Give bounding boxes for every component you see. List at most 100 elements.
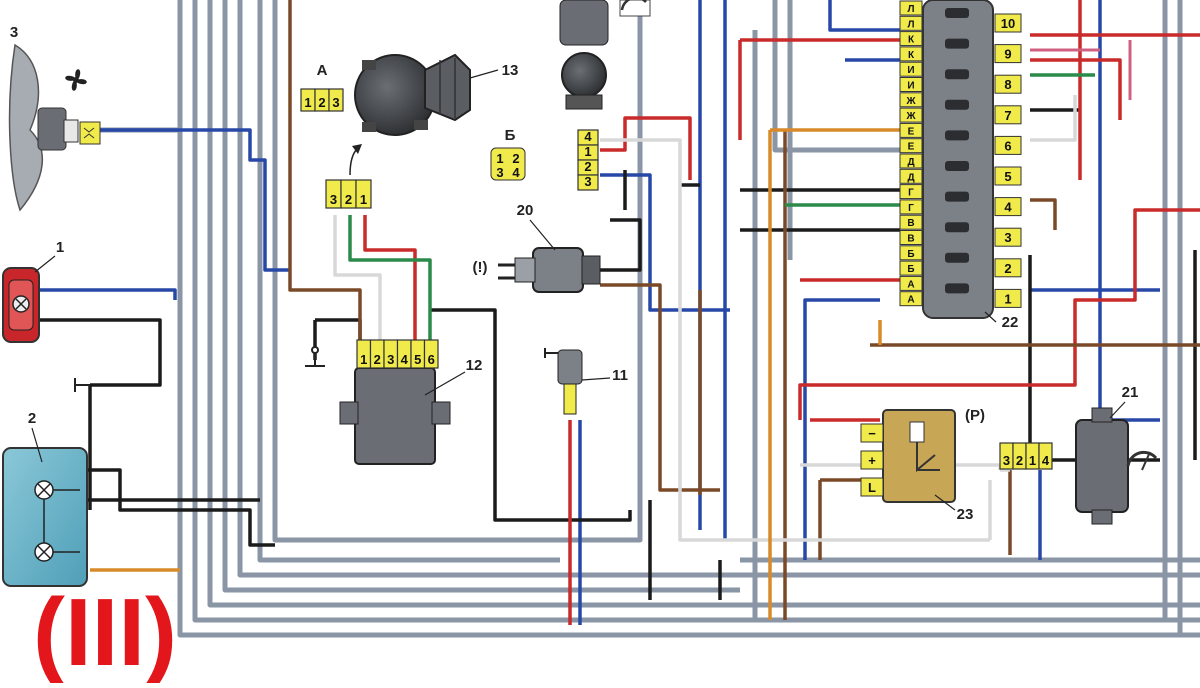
fuse-number: 3 [1004,230,1011,245]
wire-harness [30,0,1200,638]
pin-label: 2 [512,151,519,166]
fuse-letter-cell: Д [899,153,923,169]
black-wires [35,108,1197,600]
parking-brake-symbol: (P) [965,407,985,424]
component-label-c21: 21 [1109,384,1138,419]
pin-label: 3 [496,165,503,180]
component-number: 11 [612,367,628,384]
pin-label: 2 [374,352,381,367]
relay-terminals: −+L [860,423,884,497]
fuse-number: 4 [1004,200,1012,215]
pin-label: 3 [1003,453,1010,468]
wiper-relay [1075,407,1129,525]
fuse-letter-cell: Г [899,199,923,215]
fan-icon [65,69,87,91]
fuse-number: 9 [1004,47,1011,62]
wiper-icon [1126,450,1158,471]
fuse-letter: В [907,218,914,229]
fuse-letter: Е [908,142,915,153]
fuse-letter-cell: Е [899,122,923,138]
component-number: 23 [957,506,974,523]
fuse-number-cell: 1 [994,288,1022,308]
fuse-letter-cell: В [899,214,923,230]
relay-terminal-label: L [868,480,876,495]
brake-warning-symbol: (!) [473,259,488,276]
pin-label: 6 [428,352,435,367]
headlamp [2,447,88,587]
fuse-element [945,69,969,80]
fuse-letter: И [907,65,914,76]
connector-letter: Б [505,127,516,144]
component-label-c2: 2 [28,410,43,463]
pin-label: 4 [1042,453,1050,468]
component-number: 22 [1002,314,1019,331]
component-number: 20 [517,202,534,219]
fuse-letter-cell: Д [899,168,923,184]
pin-label: 3 [584,174,591,189]
fuse-letter: Ж [905,96,916,107]
component-label-c13: 13 [469,62,518,79]
horn [559,0,651,110]
fuse-letter: Д [907,172,914,183]
fuse-element [945,252,969,263]
washer-pump [354,53,471,136]
fuse-number: 6 [1004,138,1011,153]
component-label-c22: 22 [984,311,1019,331]
fuse-letter-cell: И [899,61,923,77]
fuse-letter-cell: Л [899,0,923,16]
fuse-letter-cell: Л [899,15,923,31]
fuse-number-cell: 2 [994,258,1022,278]
relay-terminal-label: + [868,453,876,468]
fuse-letter: Ж [905,111,916,122]
connector-arrow-head [352,144,362,154]
green-wires [348,73,1095,340]
fuse-letter: Л [907,19,914,30]
component-label-c23: 23 [934,494,974,523]
pin-label: 2 [584,159,591,174]
fuse-number: 10 [1001,16,1015,31]
component-number: 2 [28,410,36,427]
fuse-letter: Г [908,203,914,214]
fuse-letter-cell: В [899,230,923,245]
fuse-letter-cell: Б [899,260,923,276]
fuse-letter-cell: К [899,31,923,47]
fuse-letter-cell: К [899,46,923,62]
pin-label: 1 [360,192,367,207]
parking-relay [882,409,956,503]
ground-symbol-2 [305,346,325,367]
component-number: 1 [56,239,64,256]
fuse-number-cell: 5 [994,166,1022,186]
fuse-letter: К [908,50,915,61]
fuse-number-cell: 4 [994,197,1022,217]
pin-label: 5 [414,352,421,367]
fuse-element [945,8,969,18]
fuse-letter: В [907,234,914,245]
pin-label: 1 [360,352,367,367]
fuse-element [945,191,969,202]
fuse-letter: Л [907,4,914,15]
fuse-number-cell: 10 [994,13,1022,33]
fuse-element [945,38,969,49]
symbols: (!) (P) (III) [33,259,985,686]
component-number: 3 [10,24,18,41]
pin-label: 1 [496,151,503,166]
pin-label: 3 [387,352,394,367]
section-mark: (III) [33,579,177,683]
component-label-c12: 12 [424,357,482,396]
side-repeater-lamp [2,267,40,343]
pin-label: 4 [401,352,409,367]
pin-label: 1 [584,144,591,159]
wiper-icon-top [620,0,647,11]
fuse-element [945,99,969,110]
fuse-letter-cell: Ж [899,92,923,108]
fuse-number: 2 [1004,261,1011,276]
pin-label: 1 [304,95,311,110]
